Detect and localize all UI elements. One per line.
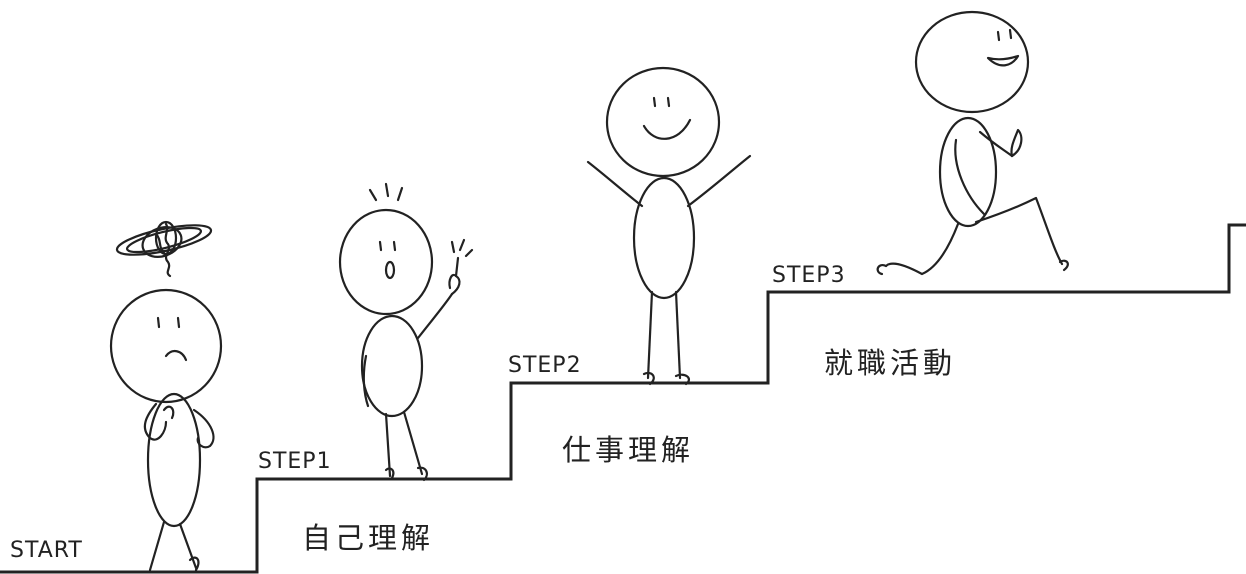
idea-person-icon	[338, 182, 474, 482]
idea-spark-icon	[450, 238, 474, 258]
stage-title-self-understanding: 自己理解	[302, 521, 435, 555]
step-label-start: START	[10, 538, 83, 563]
step-label-step3: STEP3	[772, 263, 846, 288]
happy-person-icon	[586, 66, 752, 386]
surprise-marks-icon	[368, 182, 404, 202]
step-label-step2: STEP2	[508, 353, 582, 378]
running-person-icon	[876, 10, 1069, 276]
stage-title-job-hunting: 就職活動	[824, 346, 957, 380]
step-label-step1: STEP1	[258, 449, 332, 474]
stage-title-job-understanding: 仕事理解	[562, 433, 695, 467]
confusion-swirl-icon	[115, 220, 213, 278]
confused-person-icon	[109, 220, 223, 572]
